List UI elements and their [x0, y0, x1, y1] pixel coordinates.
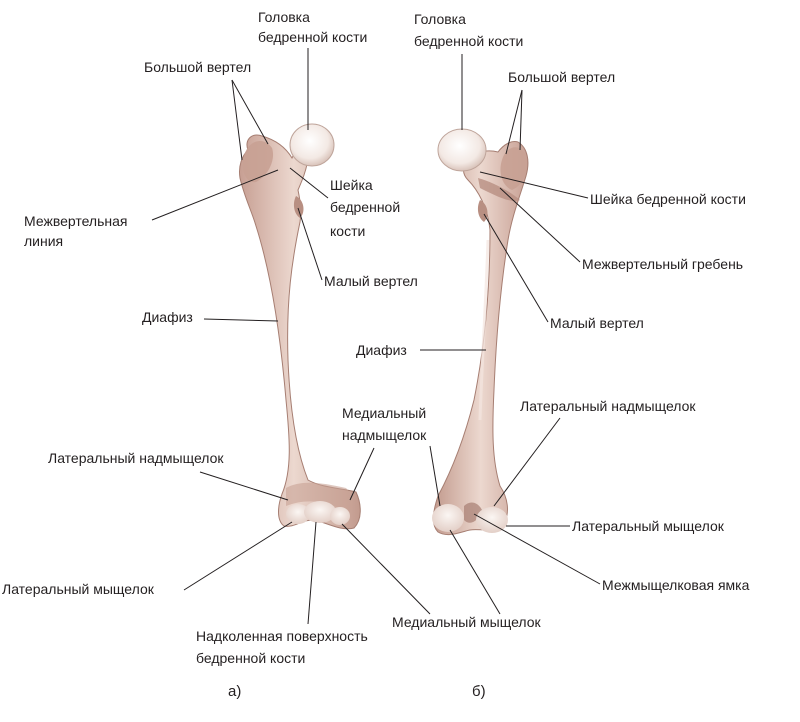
- femur-anterior-medial-condyle: [330, 507, 350, 525]
- femur-anterior-bone: [239, 133, 361, 530]
- label-a-neck: Шейка бедренной кости: [330, 177, 404, 239]
- leader-b-medial-epicondyle: [429, 445, 441, 507]
- femur-anterior: [239, 123, 361, 530]
- femur-anterior-patellar-surface: [304, 501, 336, 523]
- label-b-lateral-epicondyle: Латеральный надмыщелок: [520, 398, 696, 414]
- label-b-intercondylar-fossa: Межмыщелковая ямка: [602, 577, 750, 593]
- leader-a-lesser-trochanter: [297, 207, 323, 281]
- label-a-patellar-surface: Надколенная поверхность бедренной кости: [196, 628, 372, 666]
- label-b-neck: Шейка бедренной кости: [590, 191, 746, 207]
- label-a-greater-trochanter: Большой вертел: [144, 59, 251, 75]
- femur-posterior-greater-trochanter: [500, 147, 528, 190]
- leader-a-intertrochanteric-line: [151, 169, 279, 221]
- leader-b-medial-condyle: [449, 529, 501, 615]
- label-b-intertrochanteric-crest: Межвертельный гребень: [582, 256, 743, 272]
- label-b-diaphysis: Диафиз: [356, 342, 407, 358]
- label-a-lesser-trochanter: Малый вертел: [324, 273, 418, 289]
- leader-b-intercondylar-fossa: [473, 513, 601, 585]
- femur-posterior-lateral-condyle: [476, 507, 508, 533]
- leader-a-neck: [289, 167, 329, 199]
- femur-posterior: [432, 128, 529, 536]
- label-b-lesser-trochanter: Малый вертел: [550, 315, 644, 331]
- label-a-head: Головка бедренной кости: [258, 9, 367, 45]
- femur-anterior-greater-trochanter: [242, 141, 274, 183]
- femur-posterior-intertrochanteric-crest: [478, 178, 520, 202]
- label-a-diaphysis: Диафиз: [142, 309, 193, 325]
- leader-a-diaphysis: [203, 318, 279, 322]
- leader-b-intertrochanteric-crest: [499, 187, 581, 263]
- femur-anterior-lesser-trochanter: [293, 196, 304, 218]
- label-a-lateral-epicondyle: Латеральный надмыщелок: [48, 450, 224, 466]
- leader-a-patellar-surface: [307, 521, 317, 625]
- label-a-intertrochanteric-line: Межвертельная линия: [24, 213, 131, 249]
- femur-posterior-linea-aspera: [478, 239, 490, 421]
- leader-b-neck: [479, 171, 589, 199]
- leader-b-greater-trochanter-1: [505, 89, 523, 155]
- leader-a-lateral-condyle: [183, 521, 293, 591]
- leader-a-greater-trochanter-2: [231, 79, 269, 145]
- caption-a: а): [228, 683, 241, 700]
- label-a-lateral-condyle: Латеральный мыщелок: [2, 581, 155, 597]
- label-a-medial-condyle: Медиальный мыщелок: [392, 614, 542, 630]
- leader-b-lateral-epicondyle: [493, 417, 561, 507]
- leader-a-medial-condyle: [341, 523, 431, 615]
- label-a-medial-epicondyle: Медиальный надмыщелок: [342, 405, 430, 443]
- femur-anterior-lateral-condyle: [286, 504, 310, 524]
- label-b-greater-trochanter: Большой вертел: [508, 69, 615, 85]
- femur-posterior-head: [437, 128, 487, 172]
- femur-posterior-medial-condyle: [432, 504, 464, 532]
- leader-b-lesser-trochanter: [483, 213, 549, 323]
- leader-a-medial-epicondyle: [349, 447, 375, 501]
- label-b-head: Головка бедренной кости: [414, 11, 523, 49]
- leader-b-greater-trochanter-2: [519, 89, 523, 151]
- leader-a-lateral-epicondyle: [199, 471, 289, 501]
- caption-b: б): [472, 683, 486, 700]
- femur-anterior-head: [289, 123, 335, 167]
- label-b-lateral-condyle: Латеральный мыщелок: [572, 518, 725, 534]
- femur-anterior-epicondyles: [286, 482, 353, 514]
- leader-a-greater-trochanter-1: [231, 79, 243, 161]
